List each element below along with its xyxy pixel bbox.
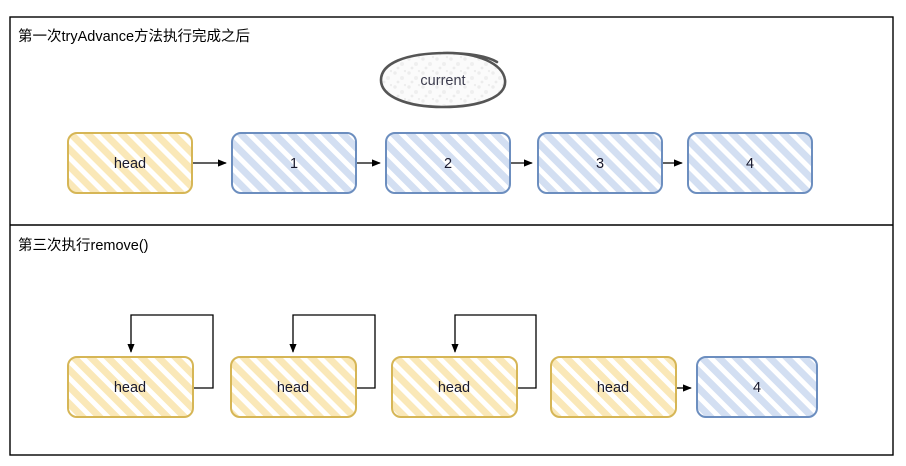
node-head-4-label: head — [597, 380, 629, 396]
edge-self-loop-2 — [289, 314, 376, 389]
node-3[interactable]: 3 — [537, 132, 663, 194]
node-4-box[interactable] — [687, 132, 813, 194]
node-4b-label: 4 — [753, 380, 761, 396]
current-ellipse — [379, 51, 507, 109]
node-head-1[interactable]: head — [67, 356, 194, 418]
outer-frame — [9, 16, 894, 456]
node-1[interactable]: 1 — [231, 132, 357, 194]
node-1-label: 1 — [290, 156, 298, 172]
bottom-edges — [127, 314, 692, 392]
node-head-label: head — [114, 156, 146, 172]
node-head-1-label: head — [114, 380, 146, 396]
edge-self-loop-3 — [451, 314, 537, 389]
section-top: 第一次tryAdvance方法执行完成之后 current head 1 — [18, 27, 813, 194]
node-head-2[interactable]: head — [230, 356, 357, 418]
current-ellipse-label: current — [420, 73, 465, 89]
node-4[interactable]: 4 — [687, 132, 813, 194]
node-head-4-box[interactable] — [550, 356, 677, 418]
section-bottom-label: 第三次执行remove() — [18, 236, 149, 254]
node-head-box[interactable] — [67, 132, 193, 194]
node-head-2-label: head — [277, 380, 309, 396]
node-head-3-label: head — [438, 380, 470, 396]
node-4-label: 4 — [746, 156, 754, 172]
node-head-1-box[interactable] — [67, 356, 194, 418]
node-3-label: 3 — [596, 156, 604, 172]
node-3-box[interactable] — [537, 132, 663, 194]
node-2-label: 2 — [444, 156, 452, 172]
node-2-box[interactable] — [385, 132, 511, 194]
node-4b-box[interactable] — [696, 356, 818, 418]
node-4b[interactable]: 4 — [696, 356, 818, 418]
node-2[interactable]: 2 — [385, 132, 511, 194]
node-head[interactable]: head — [67, 132, 193, 194]
section-bottom: 第三次执行remove() head head head — [18, 236, 818, 418]
section-top-label: 第一次tryAdvance方法执行完成之后 — [18, 27, 250, 45]
node-head-4[interactable]: head — [550, 356, 677, 418]
current-annotation: current — [379, 51, 507, 109]
node-head-3-box[interactable] — [391, 356, 518, 418]
frame-group — [9, 16, 894, 456]
node-head-3[interactable]: head — [391, 356, 518, 418]
node-head-2-box[interactable] — [230, 356, 357, 418]
edge-self-loop-1 — [127, 314, 214, 389]
node-1-box[interactable] — [231, 132, 357, 194]
